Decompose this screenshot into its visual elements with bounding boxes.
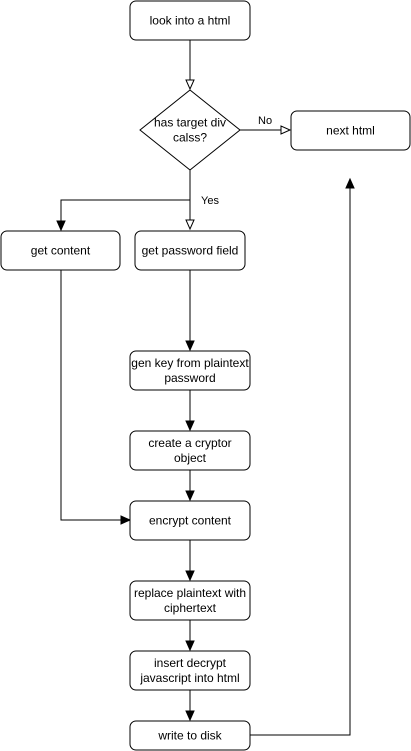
node-get-password-field: get password field bbox=[134, 230, 246, 271]
edge-content-to-encrypt bbox=[60, 270, 121, 521]
node-label-line: has target div bbox=[154, 116, 226, 130]
node-label-line: calss? bbox=[173, 131, 207, 145]
node-label-line: get content bbox=[31, 244, 91, 258]
arrow-head bbox=[56, 220, 66, 232]
node-label-line: encrypt content bbox=[149, 514, 232, 528]
node-label-line: ciphertext bbox=[164, 601, 217, 615]
node-label: get content bbox=[31, 244, 91, 258]
node-look-into-html: look into a html bbox=[129, 0, 251, 41]
edge-decision-to-get-content bbox=[60, 199, 190, 221]
arrow-head bbox=[185, 490, 195, 502]
node-label: look into a html bbox=[150, 14, 231, 28]
edge-write-to-next-html bbox=[250, 188, 351, 736]
arrow-head bbox=[185, 219, 195, 231]
node-label-line: replace plaintext with bbox=[134, 586, 246, 600]
node-write-to-disk: write to disk bbox=[129, 720, 251, 751]
arrow-head bbox=[185, 340, 195, 352]
arrow-head bbox=[185, 570, 195, 582]
node-next-html: next html bbox=[290, 110, 411, 151]
node-label: next html bbox=[326, 124, 375, 138]
edge-label-yes: Yes bbox=[201, 195, 219, 207]
node-label-line: insert decrypt bbox=[154, 656, 227, 670]
node-label-line: object bbox=[174, 451, 207, 465]
arrow-head bbox=[185, 640, 195, 652]
arrow-head bbox=[185, 710, 195, 722]
node-label-line: gen key from plaintext bbox=[131, 356, 249, 370]
node-label-line: look into a html bbox=[150, 14, 231, 28]
node-label: write to disk bbox=[157, 729, 222, 743]
node-label-line: get password field bbox=[142, 244, 239, 258]
node-label: get password field bbox=[142, 244, 239, 258]
arrow-head bbox=[120, 515, 132, 525]
arrow-head bbox=[185, 79, 195, 91]
node-label-line: create a cryptor bbox=[148, 436, 231, 450]
edge-label-no: No bbox=[258, 115, 272, 127]
node-label-line: next html bbox=[326, 124, 375, 138]
node-label-line: write to disk bbox=[157, 729, 222, 743]
arrow-head bbox=[345, 177, 355, 189]
node-label: encrypt content bbox=[149, 514, 232, 528]
node-label-line: password bbox=[164, 371, 215, 385]
node-get-content: get content bbox=[0, 230, 121, 271]
arrow-head bbox=[280, 125, 292, 135]
node-label-line: javascript into html bbox=[139, 671, 239, 685]
arrow-head bbox=[185, 420, 195, 432]
node-encrypt-content: encrypt content bbox=[129, 500, 251, 541]
